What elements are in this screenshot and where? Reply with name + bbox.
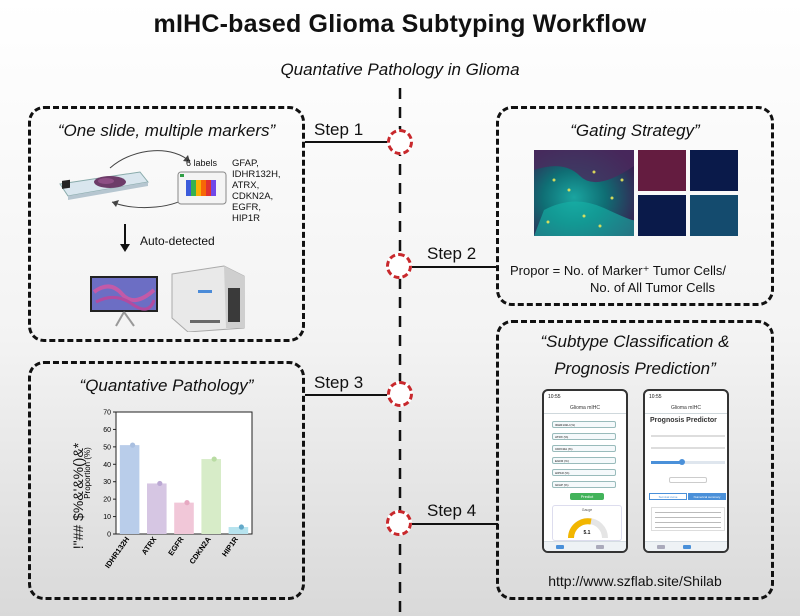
y-tick-label: 20 — [103, 497, 111, 504]
formula-line-2: No. of All Tumor Cells — [590, 280, 715, 295]
phone1-tabbar — [544, 541, 626, 551]
bar — [174, 502, 194, 534]
phone2-time: 10:55 — [649, 394, 662, 400]
step2-label: Step 2 — [427, 244, 477, 263]
gauge-icon — [568, 518, 608, 539]
phone1-field[interactable]: HIP1R (%) — [552, 469, 616, 476]
phone-screenshot-predictor: 10:55 Glioma mIHC IDHR132H (%) ATRX (%) … — [542, 389, 628, 553]
data-point — [211, 456, 217, 462]
upper-curved-arrow — [109, 150, 191, 169]
marker-item: EGFR, — [232, 202, 262, 213]
y-tick-label: 30 — [103, 479, 111, 486]
x-tick-label: IDHR132H — [103, 535, 131, 570]
box2-title: “Gating Strategy” — [570, 121, 700, 140]
channel-image-blue — [690, 150, 738, 191]
x-tick-label: ATRX — [140, 535, 159, 556]
bar — [228, 527, 249, 534]
gauge-label: Gauge — [581, 508, 593, 512]
phone1-field[interactable]: EGFR (%) — [552, 457, 616, 464]
phone1-field[interactable]: ATRX (%) — [552, 433, 616, 440]
tab-numerical-summary[interactable]: Numerical summary — [688, 493, 726, 500]
step4-connector — [412, 523, 498, 525]
slide-scanner-icon — [171, 265, 245, 332]
y-axis-label: Proportion (%) — [83, 447, 92, 499]
bar — [201, 459, 221, 534]
step3-label: Step 3 — [314, 373, 364, 392]
y-tick-label: 0 — [107, 532, 111, 539]
y-tick-label: 70 — [103, 410, 111, 417]
box4-title-line2: Prognosis Prediction” — [554, 359, 716, 378]
y-tick-label: 10 — [103, 514, 111, 521]
step4-label: Step 4 — [427, 501, 477, 520]
box3-title: “Quantative Pathology” — [79, 376, 254, 395]
y-tick-label: 50 — [103, 444, 111, 451]
box-multiplex-staining: “One slide, multiple markers” — [28, 106, 305, 342]
phone2-tabbar — [645, 541, 727, 551]
phone2-title: Prognosis Predictor — [650, 417, 717, 424]
x-tick-label: HIP1R — [220, 535, 240, 559]
formula-line-1: Propor = No. of Marker⁺ Tumor Cells/ — [510, 263, 727, 278]
box4-title-line1: “Subtype Classification & — [540, 332, 730, 351]
phone2-summary-table — [651, 507, 725, 531]
page-title: mIHC-based Glioma Subtyping Workflow — [153, 10, 647, 38]
box-gating-strategy: “Gating Strategy” — [496, 106, 774, 306]
channel-image-cyan — [690, 195, 738, 236]
website-url[interactable]: http://www.szflab.site/Shilab — [548, 573, 722, 589]
gauge-card: Gauge 5.1 — [552, 505, 622, 541]
marker-list: GFAP, IDHR132H, ATRX, CDKN2A, EGFR, HIP1… — [232, 158, 281, 224]
y-tick-label: 40 — [103, 462, 111, 469]
marker-item: CDKN2A, — [232, 191, 274, 202]
auto-detected-label: Auto-detected — [140, 234, 215, 248]
data-point — [238, 524, 244, 530]
monitor-icon — [90, 276, 158, 327]
step3-connector — [305, 394, 387, 396]
channel-image-blue2 — [638, 195, 686, 236]
data-point — [157, 480, 163, 487]
box-quantative-pathology: “Quantative Pathology” — [28, 361, 305, 600]
reagent-tube-icon — [177, 171, 227, 205]
x-tick-label: CDKN2A — [188, 535, 214, 566]
fluorescence-images — [534, 150, 738, 236]
phone1-field[interactable]: GFAP (%) — [552, 481, 616, 488]
step1-label: Step 1 — [314, 120, 364, 139]
phone1-field[interactable]: CDKN2A (%) — [552, 445, 616, 452]
predict-button[interactable]: Predict — [570, 493, 604, 500]
box-subtype-classification: “Subtype Classification & Prognosis Pred… — [496, 320, 774, 600]
bar — [119, 445, 140, 534]
phone1-header: Glioma mIHC — [569, 405, 600, 411]
step3-node — [387, 381, 413, 407]
phone1-field[interactable]: IDHR132H (%) — [552, 421, 616, 428]
y-tick-label: 60 — [103, 427, 111, 434]
page-subtitle: Quantative Pathology in Glioma — [280, 60, 520, 79]
glass-slide-icon — [59, 171, 149, 200]
phone1-time: 10:55 — [548, 394, 561, 400]
gauge-value: 5.1 — [583, 530, 591, 536]
step4-node — [386, 510, 412, 536]
phone2-header: Glioma mIHC — [670, 405, 701, 411]
step2-connector — [412, 266, 498, 268]
phone2-slider[interactable] — [651, 459, 725, 465]
marker-item: ATRX, — [232, 180, 260, 191]
step1-connector — [305, 141, 387, 143]
data-point — [184, 500, 190, 506]
bar — [147, 483, 167, 534]
x-tick-label: EGFR — [166, 535, 186, 558]
step1-node — [387, 129, 413, 155]
channel-image-red — [638, 150, 686, 191]
marker-item: GFAP, — [232, 158, 259, 169]
phone-screenshot-prognosis: 10:55 Glioma mIHC Prognosis Predictor Su… — [643, 389, 729, 553]
phone2-predict-button[interactable] — [669, 477, 707, 483]
labels-count: 6 labels — [186, 158, 218, 168]
staining-illustration — [59, 150, 245, 332]
tab-survival-curve[interactable]: Survival curve — [649, 493, 687, 500]
marker-item: HIP1R — [232, 213, 260, 224]
marker-item: IDHR132H, — [232, 169, 281, 180]
data-point — [130, 442, 136, 448]
step2-node — [386, 253, 412, 279]
box1-title: “One slide, multiple markers” — [57, 121, 276, 140]
